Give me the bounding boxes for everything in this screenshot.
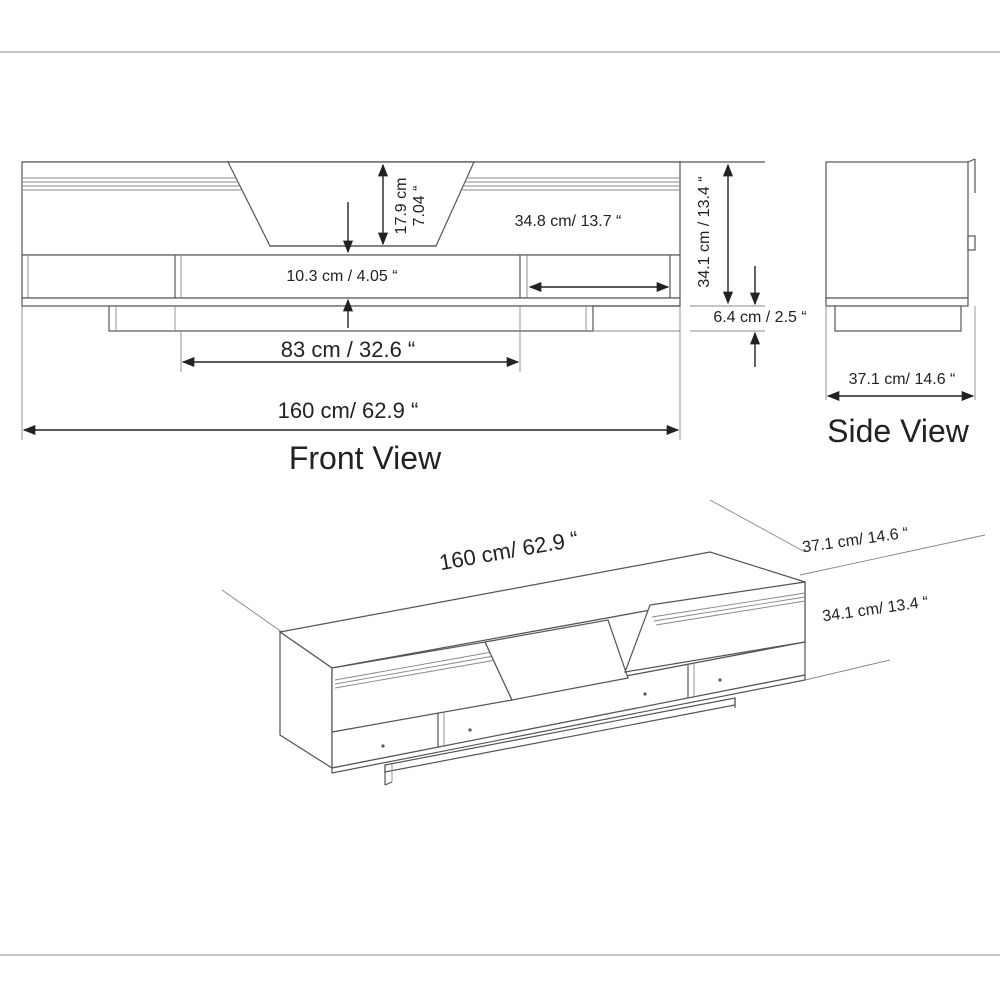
label-top-height-in: 7.04 “: [411, 186, 428, 227]
label-persp-width: 160 cm/ 62.9 “: [437, 526, 580, 575]
label-persp-height: 34.1 cm/ 13.4 “: [821, 594, 929, 626]
label-top-height-cm: 17.9 cm: [393, 178, 410, 235]
side-bottom-board: [825, 297, 969, 307]
side-view-drawing: [825, 158, 976, 402]
label-persp-depth: 37.1 cm/ 14.6 “: [801, 525, 909, 557]
perspective-view-drawing: [221, 499, 986, 786]
label-total-width: 160 cm/ 62.9 “: [278, 398, 419, 423]
side-body: [825, 161, 969, 299]
side-plinth: [834, 305, 962, 332]
front-center-trapezoid: [227, 161, 475, 247]
front-view-title: Front View: [289, 440, 442, 476]
persp-center-recess: [484, 619, 629, 701]
label-side-depth: 37.1 cm/ 14.6 “: [849, 371, 956, 388]
front-bottom-board: [21, 297, 681, 307]
label-shelf-height: 10.3 cm / 4.05 “: [286, 268, 397, 285]
label-base-height: 6.4 cm / 2.5 “: [713, 309, 806, 326]
label-total-height: 34.1 cm / 13.4 “: [696, 176, 713, 287]
front-view-drawing: [21, 161, 765, 440]
label-center-width: 83 cm / 32.6 “: [281, 337, 416, 362]
side-view-title: Side View: [827, 413, 970, 449]
label-door-width: 34.8 cm/ 13.7 “: [515, 213, 622, 230]
